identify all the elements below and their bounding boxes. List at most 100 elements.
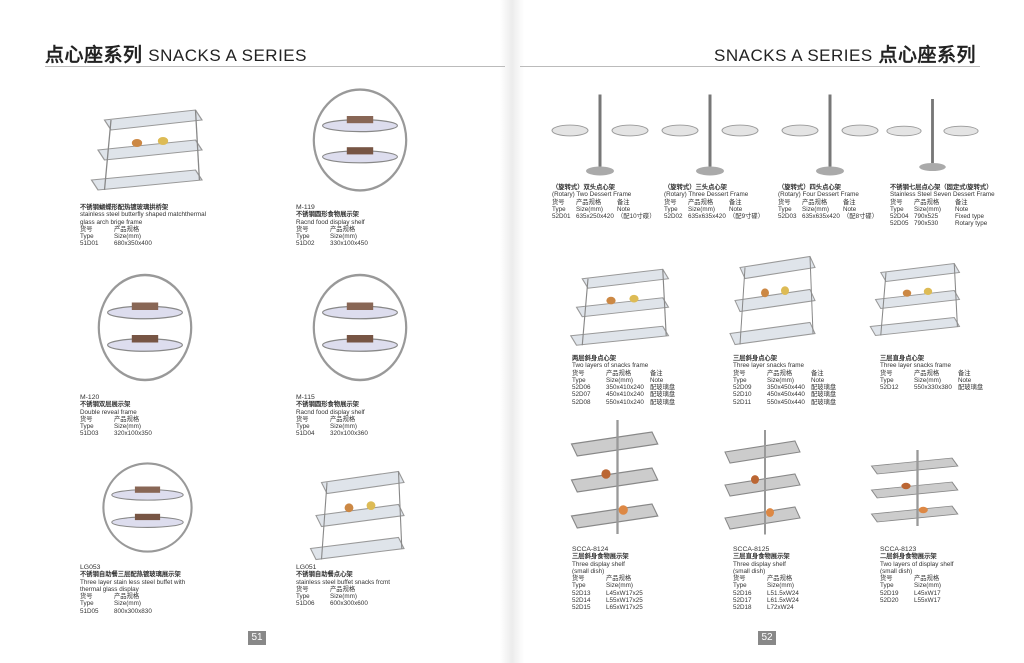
spec-header-cn: 货号产品规格: [572, 575, 650, 582]
size-label-cn: 产品规格: [114, 225, 140, 233]
product-name-cn: 三层斜身点心架: [733, 355, 778, 362]
type-label: Type: [664, 205, 678, 213]
size-label: Size(mm): [330, 233, 357, 241]
product-image: [551, 94, 649, 176]
note-label: Note: [811, 376, 825, 384]
type-label: Type: [880, 376, 894, 384]
spec-header-cn: 货号产品规格: [80, 416, 158, 423]
note-label-cn: 备注: [955, 198, 968, 206]
spec-header-cn: 货号产品规格: [296, 226, 374, 233]
spec-size: 635x635x420: [802, 213, 840, 221]
product-image: [661, 94, 759, 176]
spec-type: 52D04: [890, 213, 909, 221]
size-label-cn: 产品规格: [767, 575, 793, 583]
spec-type: 52D20: [880, 597, 899, 605]
product-name-cn: （旋转式）双头点心架: [552, 184, 615, 191]
spec-size: 600x300x600: [330, 600, 368, 608]
product-image: [729, 255, 816, 346]
spec-size: L55xW17x25: [606, 597, 643, 605]
spec-header-cn: 货号产品规格: [80, 593, 185, 600]
size-label-cn: 产品规格: [914, 575, 940, 583]
spec-header-cn: 货号产品规格备注: [664, 199, 764, 206]
product-name-cn: （旋转式）三头点心架: [664, 184, 727, 191]
product-image: [724, 430, 801, 535]
spec-note: （配9寸碟）: [729, 213, 764, 221]
size-label: Size(mm): [114, 600, 141, 608]
type-label-cn: 货号: [664, 198, 677, 206]
spec-note: 配玻璃盘: [650, 398, 676, 406]
spec-type: 52D19: [880, 589, 899, 597]
product-name-en: thermal glass display: [80, 585, 139, 593]
page-number-right: 52: [758, 631, 776, 645]
product-name-cn: 三层直身点心架: [880, 355, 925, 362]
spec-header-cn: 货号产品规格备注: [880, 370, 998, 377]
product-image: [870, 450, 959, 526]
size-label: Size(mm): [576, 205, 603, 213]
product-model: LG051: [296, 564, 317, 571]
spec-type: 52D08: [572, 398, 591, 406]
spec-header-cn: 货号产品规格备注: [552, 199, 656, 206]
product-name-cn: 两层斜身点心架: [572, 355, 617, 362]
product-name-en: (Rotary) Two Dessert Frame: [552, 191, 632, 199]
type-label: Type: [296, 233, 310, 241]
spec-note: 配玻璃盘: [650, 391, 676, 399]
spec-size: 450x450x440: [767, 391, 805, 399]
spec-type: 51D03: [80, 430, 99, 438]
right-header: SNACKS A SERIES 点心座系列: [714, 40, 976, 67]
product-image: [570, 420, 659, 534]
product-image: [312, 88, 408, 192]
type-label: Type: [733, 376, 747, 384]
size-label: Size(mm): [914, 376, 941, 384]
spec-header-en: Type Size(mm): [296, 233, 374, 240]
spec-size: 320x100x350: [114, 430, 152, 438]
size-label-cn: 产品规格: [606, 369, 632, 377]
product-image: [90, 109, 203, 191]
spec-header-cn: 货号产品规格备注: [572, 370, 690, 377]
spec-type: 52D05: [890, 220, 909, 228]
spec-type: 52D10: [733, 391, 752, 399]
product-name-en: Three layer stain less steel buffet with: [80, 578, 186, 586]
spec-type: 51D05: [80, 607, 99, 615]
product-model: SCCA-8123: [880, 546, 917, 553]
product-entry: 不锈钢七层点心架（固定式/旋转式）Stainless Steel Seven D…: [890, 184, 995, 228]
note-label-cn: 备注: [729, 198, 742, 206]
spec-note: （配8寸碟）: [843, 213, 878, 221]
spec-type: 52D11: [733, 398, 752, 406]
spec-type: 52D18: [733, 604, 752, 612]
product-image: [97, 273, 193, 382]
product-model: M-120: [80, 394, 100, 401]
spec-type: 51D06: [296, 600, 315, 608]
type-label-cn: 货号: [890, 198, 903, 206]
product-model: SCCA-8124: [572, 546, 609, 553]
spec-row: 51D05 800x300x830: [80, 608, 185, 615]
type-label-cn: 货号: [880, 369, 893, 377]
spec-type: 52D12: [880, 384, 899, 392]
left-header-rule: [45, 66, 505, 67]
spec-type: 52D09: [733, 384, 752, 392]
spec-size: 450x410x240: [606, 391, 644, 399]
product-image: [309, 470, 405, 561]
spec-size: 800x300x830: [114, 607, 152, 615]
size-label-cn: 产品规格: [114, 415, 140, 423]
size-label: Size(mm): [767, 582, 794, 590]
